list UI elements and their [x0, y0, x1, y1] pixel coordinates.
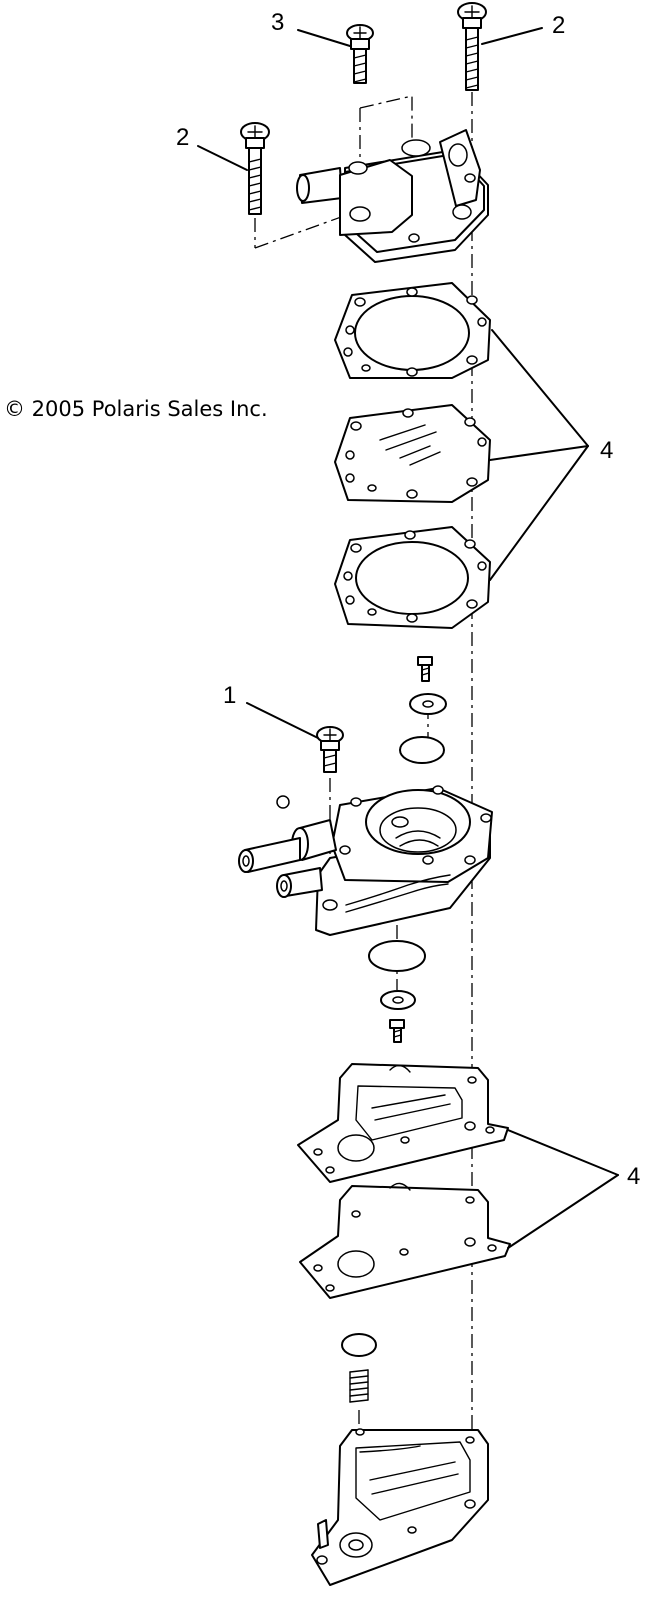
callout-2-right: 2: [552, 12, 565, 39]
screw-2-left: [240, 122, 270, 215]
check-valve-screw-lower: [389, 1019, 405, 1043]
leader-lines-4-lower: [507, 1129, 619, 1249]
leader-line-2-left: [197, 145, 248, 171]
gasket-lower-lower: [299, 1182, 511, 1299]
callout-2-left: 2: [176, 124, 189, 151]
gasket-lower-upper: [297, 1063, 509, 1183]
check-valve-retainer-upper: [409, 693, 447, 715]
check-valve-screw-upper: [417, 656, 433, 682]
callout-4-lower: 4: [627, 1163, 640, 1190]
leader-lines-4-upper: [489, 329, 589, 581]
check-valve-disc-upper: [399, 736, 445, 764]
leader-line-2-right: [481, 27, 543, 45]
leader-line-1: [246, 702, 319, 739]
screw-3-guide-line: [359, 95, 413, 158]
screw-3: [346, 24, 374, 84]
valve-spring: [349, 1369, 369, 1403]
check-valve-retainer-lower: [380, 990, 416, 1010]
check-valve-disc-lower: [368, 940, 426, 972]
valve-cap: [341, 1333, 377, 1357]
screw-2-left-guide-line: [254, 211, 356, 249]
callout-3: 3: [271, 9, 284, 36]
pump-top-cover: [296, 129, 489, 263]
leader-line-3: [297, 29, 351, 47]
callout-4-upper: 4: [600, 437, 613, 464]
diaphragm-membrane: [334, 404, 491, 503]
screw-2-right: [457, 2, 487, 91]
pump-bottom-plate: [311, 1428, 489, 1586]
callout-1: 1: [223, 682, 236, 709]
screw-1: [316, 726, 344, 773]
gasket-upper: [334, 282, 491, 379]
copyright-text: © 2005 Polaris Sales Inc.: [4, 397, 268, 421]
pump-body: [238, 785, 493, 936]
gasket-middle: [334, 526, 491, 629]
